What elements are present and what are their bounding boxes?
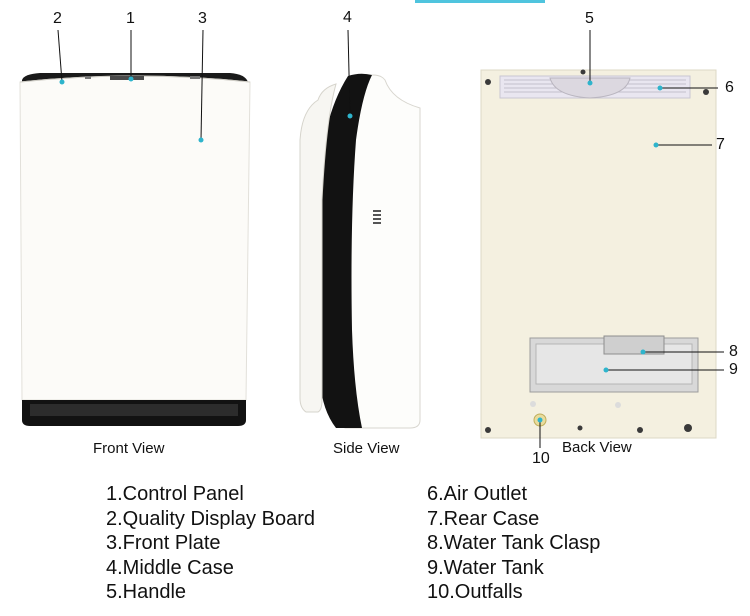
part-item-6: 6.Air Outlet: [427, 483, 528, 505]
callout-dot-9: [603, 367, 609, 373]
part-item-3: 3.Front Plate: [106, 532, 221, 554]
callout-number-5: 5: [585, 10, 594, 27]
back-view-device: [480, 30, 724, 448]
callout-dot-2: [59, 79, 65, 85]
callout-number-8: 8: [729, 343, 738, 360]
callout-dot-1: [128, 76, 134, 82]
part-item-10: 10.Outfalls: [427, 581, 523, 603]
side-view-label: Side View: [333, 440, 400, 457]
part-item-5: 5.Handle: [106, 581, 187, 603]
part-item-2: 2.Quality Display Board: [106, 507, 315, 530]
callout-number-4: 4: [343, 9, 352, 26]
callout-number-3: 3: [198, 10, 207, 27]
part-item-1: 1.Control Panel: [106, 483, 244, 505]
callout-number-1: 1: [126, 10, 135, 27]
callout-number-10: 10: [532, 450, 550, 467]
callout-number-6: 6: [725, 79, 734, 96]
callout-dot-6: [657, 85, 663, 91]
callout-dot-4: [347, 113, 353, 119]
parts-list-right: 6.Air Outlet 7.Rear Case 8.Water Tank Cl…: [427, 482, 600, 605]
part-item-9: 9.Water Tank: [427, 556, 544, 579]
front-view-device: [19, 29, 251, 426]
parts-list-left: 1.Control Panel 2.Quality Display Board …: [106, 482, 315, 605]
callout-number-9: 9: [729, 361, 738, 378]
callout-dot-8: [640, 349, 646, 355]
leader-line-4: [347, 29, 351, 117]
part-item-8: 8.Water Tank Clasp: [427, 532, 601, 554]
front-view-label: Front View: [93, 440, 165, 457]
back-view-label: Back View: [562, 439, 632, 456]
top-accent-line: [415, 0, 545, 3]
side-view-device: [299, 29, 421, 429]
callout-dot-7: [653, 142, 659, 148]
leader-line-3: [200, 29, 204, 141]
callout-dot-3: [198, 137, 204, 143]
callout-number-2: 2: [53, 10, 62, 27]
part-item-4: 4.Middle Case: [106, 556, 234, 579]
callout-dot-10: [537, 417, 543, 423]
callout-number-7: 7: [716, 136, 725, 153]
callout-dot-5: [587, 80, 593, 86]
part-item-7: 7.Rear Case: [427, 507, 540, 530]
leader-line-2: [57, 29, 63, 83]
